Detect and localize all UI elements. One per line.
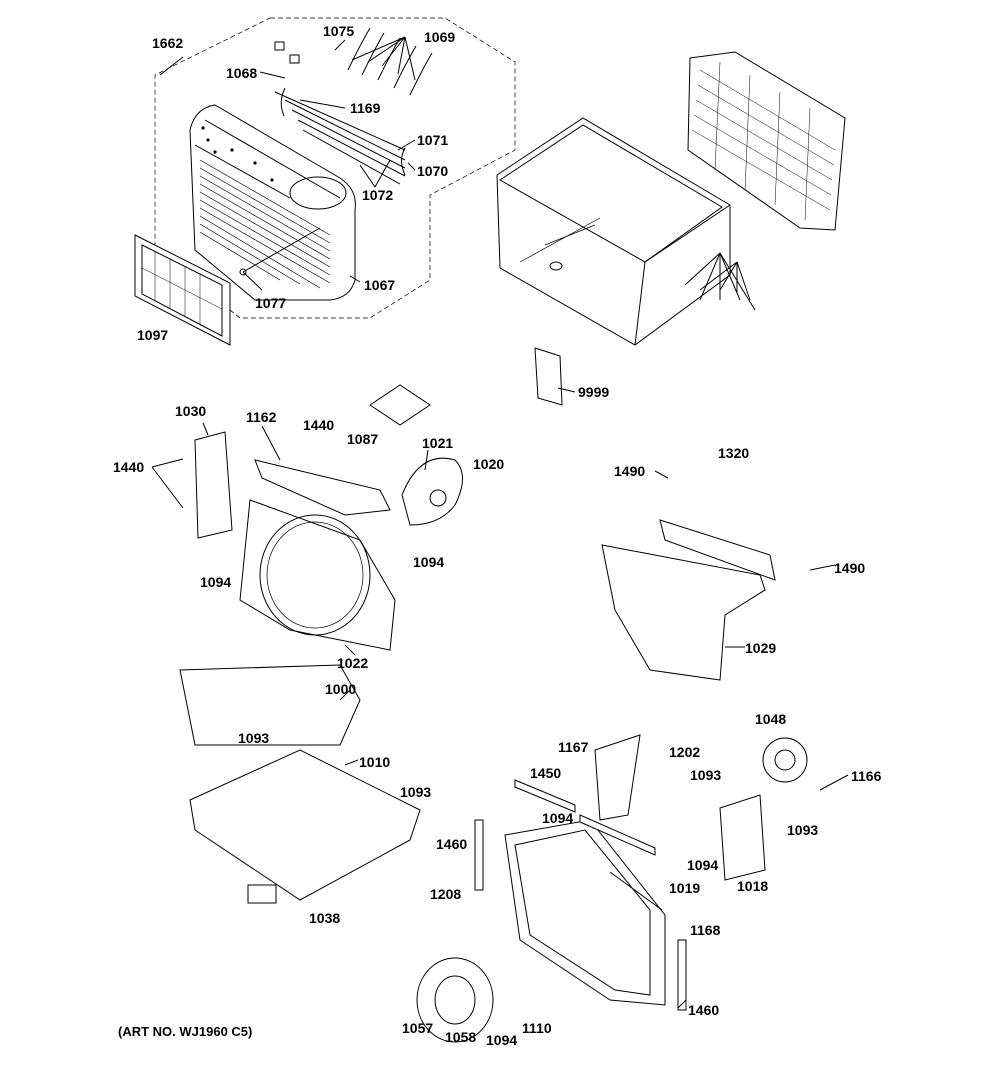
- cover-1000: [179, 664, 361, 746]
- label-1168: 1168: [690, 922, 721, 938]
- duct-1030: [194, 431, 233, 539]
- label-1162: 1162: [246, 409, 277, 425]
- divider-panel-1029: [601, 544, 766, 681]
- seal-1460-right: [677, 939, 687, 1011]
- label-1022: 1022: [337, 655, 369, 671]
- drain-plug-1038: [247, 884, 277, 904]
- label-1097: 1097: [137, 327, 169, 343]
- vertical-vanes-part: [347, 27, 433, 96]
- art-number: (ART NO. WJ1960 C5): [118, 1024, 253, 1039]
- clip-1: [274, 41, 285, 51]
- seal-1460-left: [474, 819, 484, 891]
- label-1460-right: 1460: [688, 1002, 720, 1018]
- label-1068: 1068: [226, 65, 258, 81]
- label-1490-right: 1490: [834, 560, 866, 576]
- label-1662: 1662: [152, 35, 184, 51]
- label-1166: 1166: [851, 768, 882, 784]
- label-1093-mid: 1093: [400, 784, 432, 800]
- top-cover-1162: [254, 459, 391, 516]
- label-1077: 1077: [255, 295, 287, 311]
- label-1087: 1087: [347, 431, 379, 447]
- label-1018: 1018: [737, 878, 769, 894]
- label-1094-bottom: 1094: [486, 1032, 518, 1048]
- label-1169: 1169: [350, 100, 381, 116]
- label-1010: 1010: [359, 754, 391, 770]
- louver-bracket-right: [401, 147, 406, 176]
- label-1057: 1057: [402, 1020, 434, 1036]
- label-1029: 1029: [745, 640, 777, 656]
- label-1490-left: 1490: [614, 463, 646, 479]
- rear-grille-part: [687, 51, 846, 231]
- label-1167: 1167: [558, 739, 589, 755]
- blower-wheel-1058: [416, 957, 494, 1043]
- orifice-1018: [719, 794, 766, 881]
- label-1440-left: 1440: [113, 459, 145, 475]
- label-1070: 1070: [417, 163, 449, 179]
- air-filter-part: [134, 234, 231, 346]
- label-1093-right-top: 1093: [690, 767, 722, 783]
- label-1093-left: 1093: [238, 730, 270, 746]
- label-1094-left: 1094: [200, 574, 232, 590]
- seal-1450-a: [514, 779, 576, 813]
- label-1110: 1110: [522, 1020, 552, 1036]
- shroud-part: [239, 499, 396, 651]
- label-1093-right-bottom: 1093: [787, 822, 819, 838]
- label-1440-top: 1440: [303, 417, 335, 433]
- cabinet-part: [496, 117, 731, 346]
- control-panel-opening: [289, 176, 347, 210]
- motor-1048: [762, 737, 808, 783]
- clip-2: [289, 54, 300, 64]
- label-1069: 1069: [424, 29, 456, 45]
- label-1094-lower-a: 1094: [542, 810, 574, 826]
- label-1094-right: 1094: [413, 554, 445, 570]
- louver-bracket-left: [280, 87, 286, 117]
- base-pan-part: [189, 749, 421, 901]
- label-1460-left: 1460: [436, 836, 468, 852]
- label-1072: 1072: [362, 187, 394, 203]
- label-9999: 9999: [578, 384, 610, 400]
- fan-blade-1021: [401, 457, 463, 526]
- label-1021: 1021: [422, 435, 454, 451]
- seal-1450-b: [579, 814, 656, 856]
- label-1094-lower-b: 1094: [687, 857, 719, 873]
- manual-part: [534, 347, 563, 406]
- leader-lines: [151, 36, 849, 1009]
- bracket-1087: [369, 384, 431, 426]
- label-1000: 1000: [325, 681, 357, 697]
- label-1075: 1075: [323, 23, 355, 39]
- label-1320: 1320: [718, 445, 750, 461]
- label-1019: 1019: [669, 880, 701, 896]
- label-1020: 1020: [473, 456, 505, 472]
- blower-housing-part: [504, 819, 666, 1006]
- label-1030: 1030: [175, 403, 207, 419]
- front-grille-part: [189, 104, 356, 301]
- label-1038: 1038: [309, 910, 341, 926]
- label-1208: 1208: [430, 886, 462, 902]
- label-1450: 1450: [530, 765, 562, 781]
- louvers-part: [274, 91, 406, 185]
- label-1048: 1048: [755, 711, 787, 727]
- label-1202: 1202: [669, 744, 701, 760]
- panel-1167: [594, 734, 641, 821]
- label-1071: 1071: [417, 132, 449, 148]
- screw-1077: [239, 268, 247, 276]
- rail-part: [659, 519, 776, 581]
- label-1058: 1058: [445, 1029, 477, 1045]
- label-1067: 1067: [364, 277, 396, 293]
